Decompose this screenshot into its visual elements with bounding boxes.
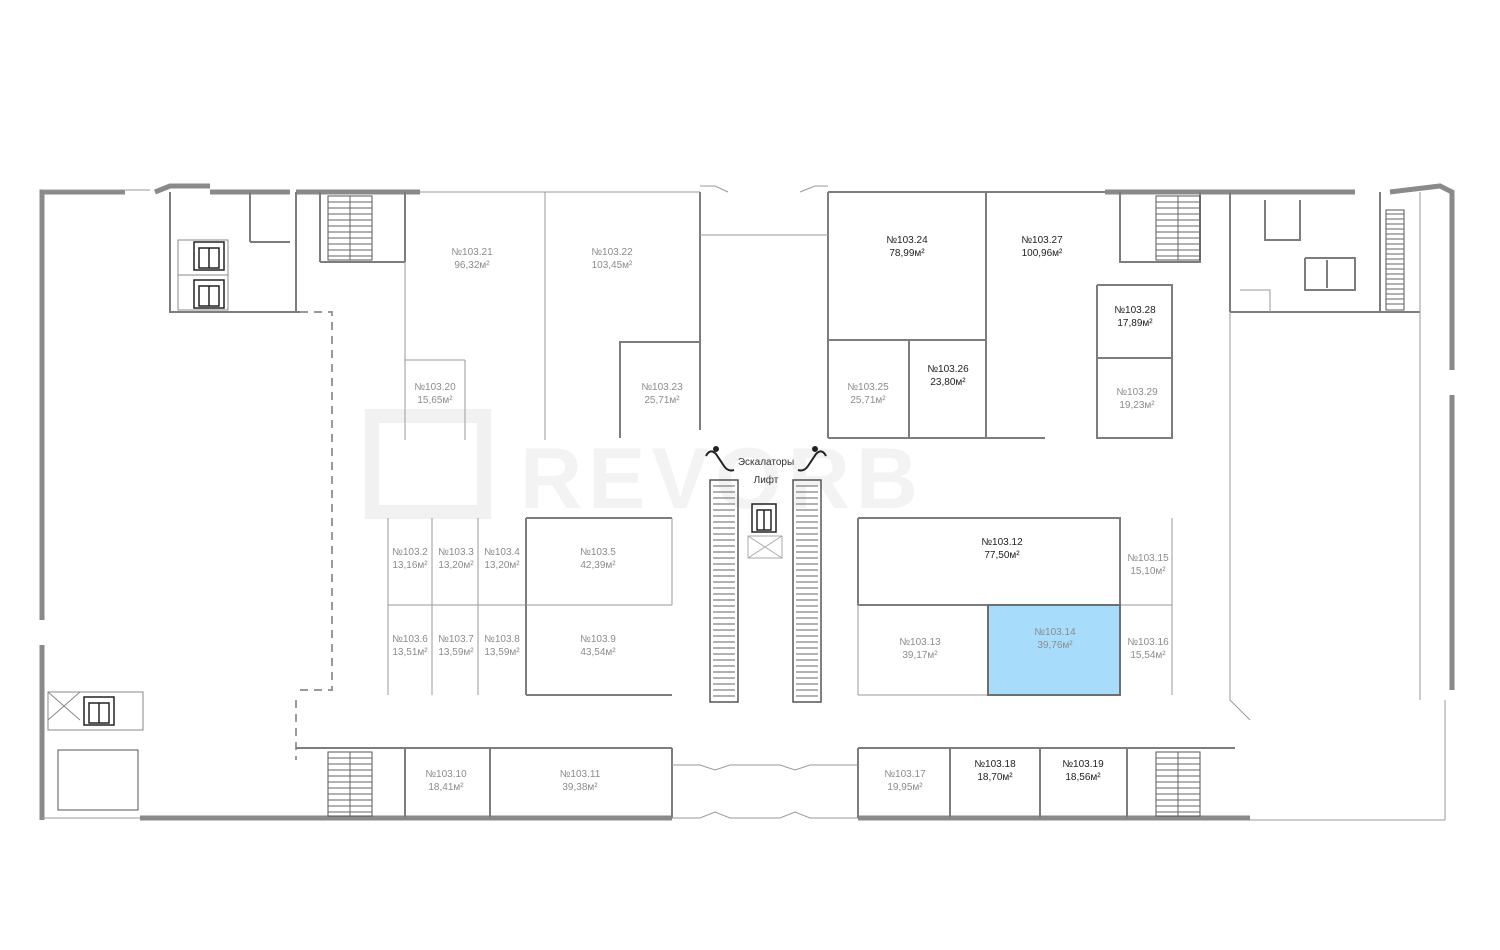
unit-area: 42,39м² [580,560,616,571]
unit-labels: №103.2 13,16м² №103.3 13,20м² №103.4 13,20м² №… [392,235,1169,793]
unit-number[interactable]: №103.28 [1114,305,1156,316]
watermark-text: REVORB [520,431,924,527]
building-walls [39,183,1455,821]
unit-area: 19,23м² [1119,400,1155,411]
unit-number[interactable]: №103.5 [580,547,616,558]
unit-number[interactable]: №103.8 [484,634,520,645]
unit-number[interactable]: №103.14 [1034,627,1076,638]
unit-number[interactable]: №103.23 [641,382,683,393]
unit-area: 13,59м² [484,647,520,658]
elevator-icon [83,241,777,726]
unit-number[interactable]: №103.11 [560,769,601,780]
unit-number[interactable]: №103.29 [1116,387,1158,398]
unit-number[interactable]: №103.9 [580,634,616,645]
unit-number[interactable]: №103.6 [392,634,428,645]
unit-area: 39,38м² [562,782,598,793]
unit-area: 96,32м² [454,260,490,271]
unit-area: 78,99м² [889,248,925,259]
unit-number[interactable]: №103.12 [981,537,1023,548]
unit-number[interactable]: №103.16 [1127,637,1169,648]
elevator-shafts [47,239,229,731]
unit-area: 17,89м² [1117,318,1153,329]
lift-label: Лифт [754,474,779,486]
unit-number[interactable]: №103.18 [974,759,1016,770]
unit-area: 100,96м² [1022,248,1063,259]
unit-number[interactable]: №103.26 [927,364,969,375]
unit-area: 25,71м² [644,395,680,406]
unit-number[interactable]: №103.20 [414,382,456,393]
unit-area: 103,45м² [592,260,633,271]
unit-area: 15,54м² [1130,650,1166,661]
unit-area: 15,65м² [417,395,453,406]
unit-area: 13,16м² [392,560,428,571]
unit-number[interactable]: №103.3 [438,547,474,558]
unit-area: 25,71м² [850,395,886,406]
unit-number[interactable]: №103.7 [438,634,474,645]
unit-number[interactable]: №103.15 [1127,553,1169,564]
unit-number[interactable]: №103.17 [884,769,926,780]
unit-number[interactable]: №103.4 [484,547,520,558]
unit-number[interactable]: №103.25 [847,382,889,393]
escalator-icon [705,446,827,472]
unit-area: 23,80м² [930,377,966,388]
watermark: REVORB [365,409,924,527]
unit-number[interactable]: №103.21 [451,247,493,258]
unit-area: 18,70м² [977,772,1013,783]
unit-number[interactable]: №103.13 [899,637,941,648]
unit-area: 13,59м² [438,647,474,658]
unit-area: 13,20м² [438,560,474,571]
unit-area: 18,56м² [1065,772,1101,783]
unit-103-14-highlight[interactable] [987,604,1121,696]
unit-area: 43,54м² [580,647,616,658]
escalators-label: Эскалаторы [738,457,794,468]
unit-number[interactable]: №103.22 [591,247,633,258]
unit-area: 13,51м² [392,647,428,658]
unit-area: 15,10м² [1130,566,1166,577]
unit-area: 39,17м² [902,650,938,661]
unit-area: 13,20м² [484,560,520,571]
unit-area: 77,50м² [984,550,1020,561]
unit-area: 19,95м² [887,782,923,793]
unit-number[interactable]: №103.24 [886,235,928,246]
unit-number[interactable]: №103.27 [1021,235,1063,246]
unit-number[interactable]: №103.10 [425,769,467,780]
unit-area: 18,41м² [428,782,464,793]
unit-number[interactable]: №103.2 [392,547,428,558]
escalators [709,479,822,703]
unit-number[interactable]: №103.19 [1062,759,1104,770]
stair-treads [328,196,1404,816]
unit-area: 39,76м² [1037,640,1073,651]
